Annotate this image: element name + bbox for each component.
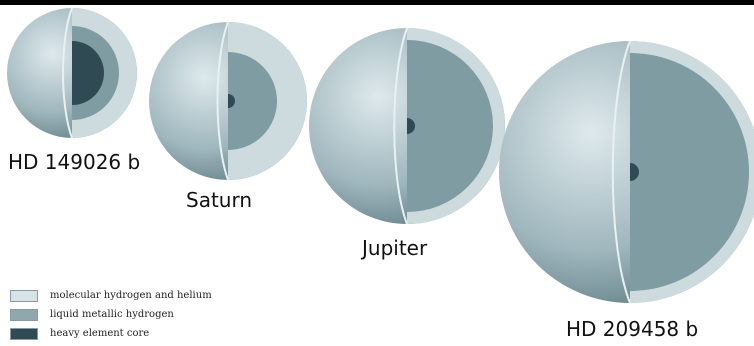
planet-hd209458b <box>499 41 754 303</box>
legend-item-core: heavy element core <box>10 324 212 343</box>
planet-label-jupiter: Jupiter <box>362 236 427 260</box>
planet-label-hd149026b: HD 149026 b <box>8 150 140 174</box>
legend-item-molecular: molecular hydrogen and helium <box>10 286 212 305</box>
legend-item-metallic: liquid metallic hydrogen <box>10 305 212 324</box>
planet-saturn <box>149 22 307 180</box>
legend-label-core: heavy element core <box>50 328 149 339</box>
planet-label-saturn: Saturn <box>186 188 252 212</box>
legend-label-molecular: molecular hydrogen and helium <box>50 290 212 301</box>
planet-hd209458b-metallic-layer <box>630 53 749 291</box>
planet-jupiter <box>309 28 505 224</box>
planet-hd149026b <box>7 8 137 138</box>
planet-label-hd209458b: HD 209458 b <box>566 317 698 341</box>
legend-label-metallic: liquid metallic hydrogen <box>50 309 174 320</box>
legend-swatch-molecular <box>10 290 38 302</box>
legend-swatch-metallic <box>10 309 38 321</box>
legend: molecular hydrogen and helium liquid met… <box>10 286 212 343</box>
legend-swatch-core <box>10 328 38 340</box>
